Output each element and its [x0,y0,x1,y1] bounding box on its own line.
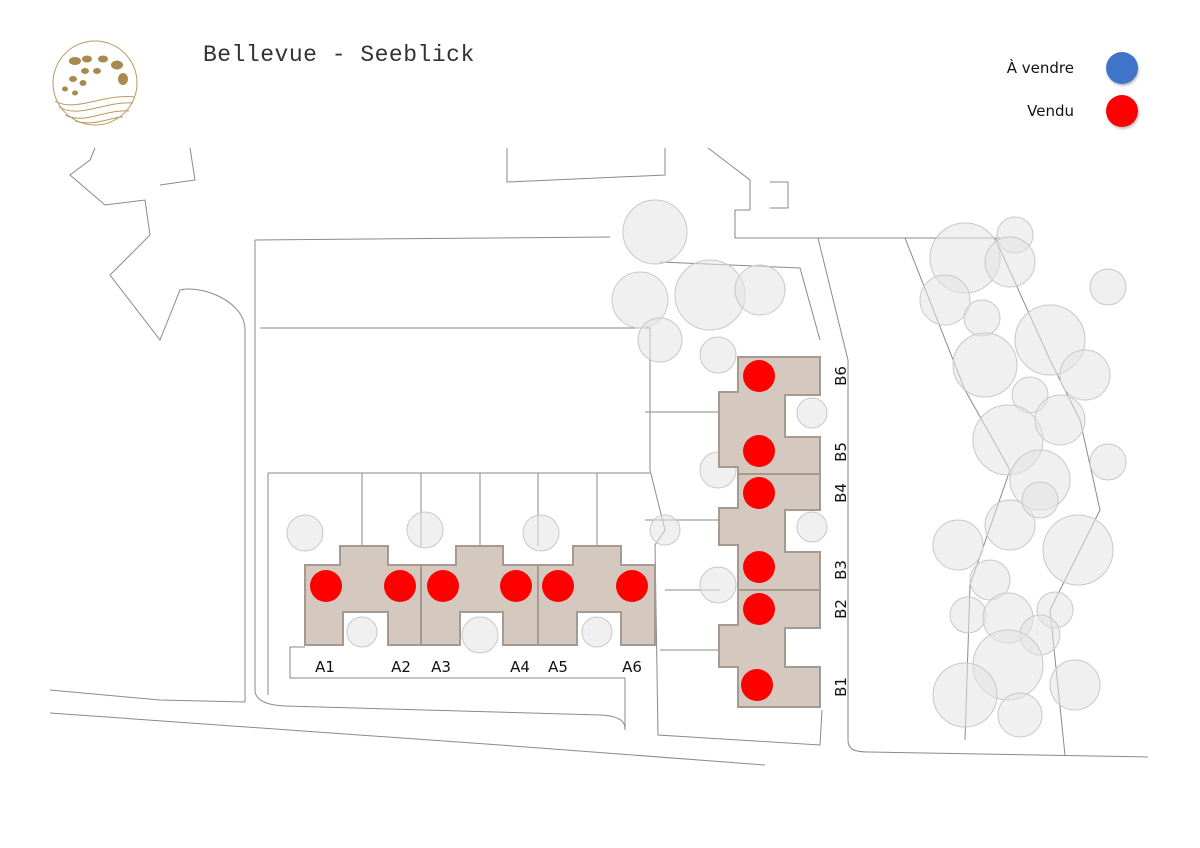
tree-icon [1021,481,1059,519]
unit-b4[interactable]: B4 [743,477,850,509]
tree-icon [984,236,1036,288]
unit-status-marker[interactable] [616,570,648,602]
unit-a2[interactable]: A2 [384,570,416,676]
unit-label: B2 [832,599,850,619]
unit-label: B6 [832,366,850,386]
logo [52,40,138,126]
tree-icon [963,299,1001,337]
legend-label: Vendu [1027,102,1074,120]
tree-icon [346,616,378,648]
unit-a6[interactable]: A6 [616,570,648,676]
unit-status-marker[interactable] [743,435,775,467]
tree-icon [932,519,984,571]
unit-a3[interactable]: A3 [427,570,459,676]
unit-label: A6 [622,658,642,676]
legend-label: À vendre [1006,59,1074,77]
unit-status-marker[interactable] [743,360,775,392]
unit-status-marker[interactable] [427,570,459,602]
unit-label: A1 [315,658,335,676]
tree-icon [1042,514,1114,586]
unit-label: A2 [391,658,411,676]
unit-status-marker[interactable] [743,551,775,583]
available-dot-icon [1106,52,1138,84]
unit-label: B3 [832,560,850,580]
tree-icon [984,499,1036,551]
tree-icon [674,259,746,331]
page-title: Bellevue - Seeblick [203,42,475,68]
tree-icon [699,566,737,604]
legend-item-available: À vendre [1007,52,1138,84]
unit-status-marker[interactable] [741,669,773,701]
trees [286,199,1127,738]
unit-label: A4 [510,658,530,676]
tree-icon [1059,349,1111,401]
unit-label: A3 [431,658,451,676]
tree-icon [286,514,324,552]
building-a [304,545,656,646]
unit-status-marker[interactable] [310,570,342,602]
tree-icon [581,616,613,648]
tree-icon [997,692,1043,738]
tree-icon [406,511,444,549]
unit-label: B5 [832,442,850,462]
tree-icon [699,336,737,374]
unit-b3[interactable]: B3 [743,551,850,583]
unit-status-marker[interactable] [542,570,574,602]
unit-label: B4 [832,483,850,503]
tree-icon [461,616,499,654]
tree-icon [734,264,786,316]
unit-label: B1 [832,677,850,697]
tree-icon [952,332,1018,398]
unit-label: A5 [548,658,568,676]
tree-icon [1089,443,1127,481]
unit-a1[interactable]: A1 [310,570,342,676]
unit-b6[interactable]: B6 [743,360,850,392]
tree-icon [932,662,998,728]
unit-status-marker[interactable] [743,593,775,625]
unit-b5[interactable]: B5 [743,435,850,467]
tree-icon [649,514,681,546]
tree-icon [522,514,560,552]
legend-item-sold: Vendu [1027,95,1138,127]
tree-icon [919,274,971,326]
tree-icon [1089,268,1127,306]
tree-icon [622,199,688,265]
unit-status-marker[interactable] [384,570,416,602]
tree-icon [637,317,683,363]
unit-status-marker[interactable] [743,477,775,509]
tree-icon [1049,659,1101,711]
sold-dot-icon [1106,95,1138,127]
tree-icon [1034,394,1086,446]
unit-a4[interactable]: A4 [500,570,532,676]
unit-b1[interactable]: B1 [741,669,850,701]
tree-icon [949,596,987,634]
unit-a5[interactable]: A5 [542,570,574,676]
tree-icon [796,511,828,543]
tree-icon [611,271,669,329]
unit-status-marker[interactable] [500,570,532,602]
unit-b2[interactable]: B2 [743,593,850,625]
tree-icon [796,397,828,429]
